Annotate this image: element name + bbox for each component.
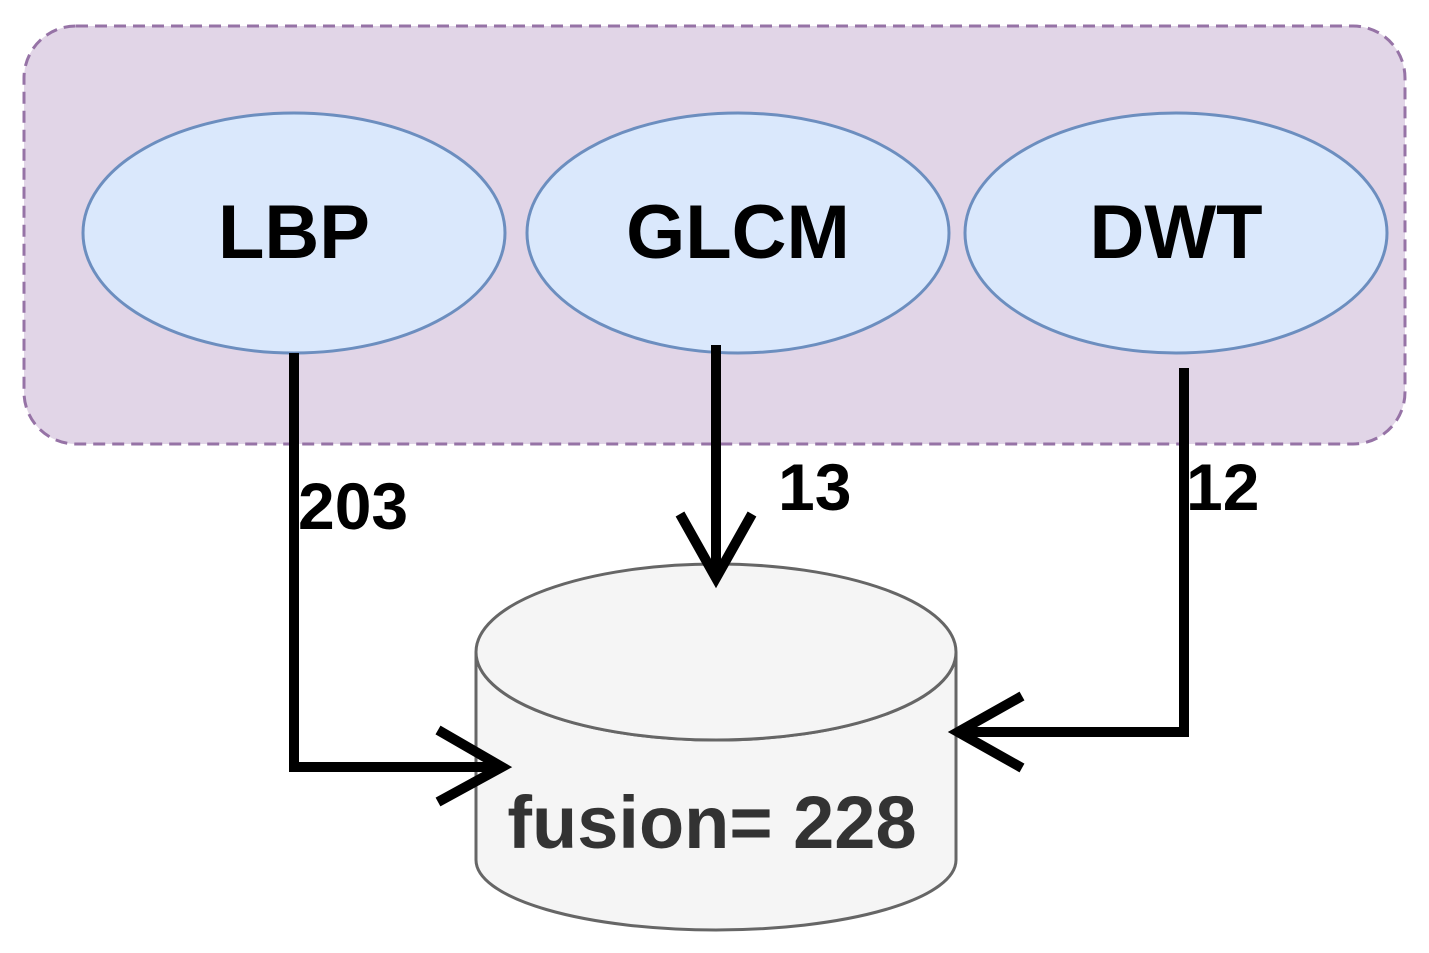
dwt-node[interactable]: DWT	[963, 111, 1389, 355]
lbp-node[interactable]: LBP	[81, 111, 507, 355]
fusion-database[interactable]: fusion= 228	[474, 562, 958, 932]
edge-glcm-arrowhead	[675, 511, 757, 589]
glcm-ellipse	[525, 111, 951, 355]
edge-lbp-arrowhead	[435, 725, 513, 807]
dwt-ellipse	[963, 111, 1389, 355]
lbp-label: LBP	[218, 190, 370, 275]
edge-dwt-arrowhead	[947, 691, 1025, 773]
edge-lbp-line	[289, 353, 495, 772]
edge-dwt-line	[962, 368, 1189, 737]
glcm-node[interactable]: GLCM	[525, 111, 951, 355]
fusion-label: fusion= 228	[507, 781, 916, 864]
edge-dwt-to-fusion: 12	[947, 368, 1259, 773]
glcm-label: GLCM	[626, 190, 850, 275]
edge-glcm-label: 13	[778, 450, 851, 524]
fusion-cylinder-top	[474, 562, 958, 742]
edge-lbp-label: 203	[298, 469, 408, 543]
edge-glcm-to-fusion: 13	[675, 345, 851, 589]
edge-lbp-to-fusion: 203	[289, 353, 513, 807]
dwt-label: DWT	[1089, 190, 1262, 275]
edge-dwt-label: 12	[1186, 450, 1259, 524]
